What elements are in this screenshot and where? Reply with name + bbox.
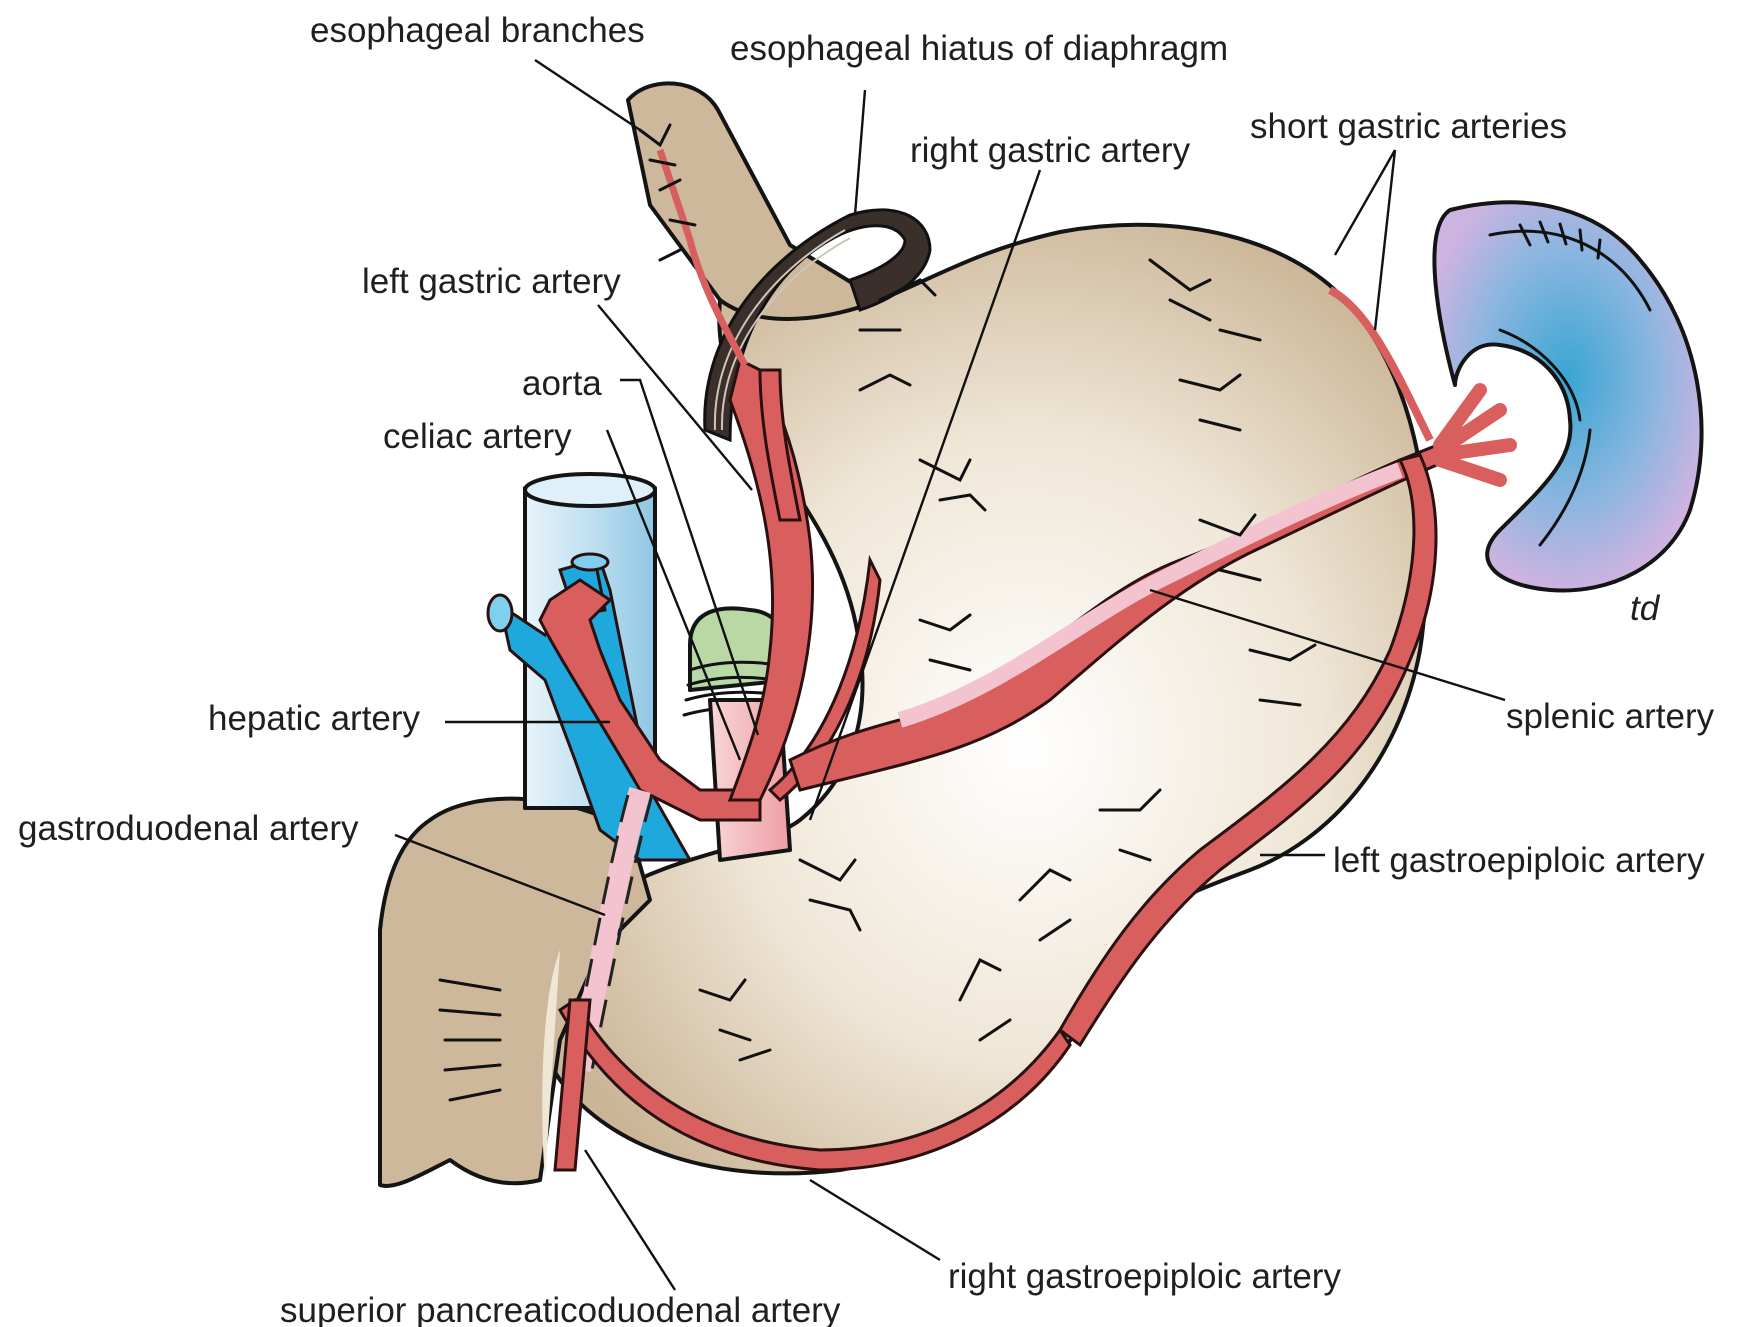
leader-esophageal-hiatus xyxy=(855,90,865,215)
signature: td xyxy=(1630,589,1661,628)
label-hepatic-artery: hepatic artery xyxy=(208,699,421,738)
label-right-gastroepiploic-artery: right gastroepiploic artery xyxy=(948,1257,1341,1296)
label-gastroduodenal-artery: gastroduodenal artery xyxy=(18,809,359,848)
label-left-gastroepiploic-artery: left gastroepiploic artery xyxy=(1333,841,1705,880)
label-short-gastric-arteries: short gastric arteries xyxy=(1250,107,1567,146)
leader-right-gastroepiploic xyxy=(810,1180,940,1260)
leader-superior-pancreaticoduodenal xyxy=(585,1150,675,1290)
label-right-gastric-artery: right gastric artery xyxy=(910,131,1191,170)
label-celiac-artery: celiac artery xyxy=(383,417,572,456)
spleen: td xyxy=(1434,202,1701,628)
label-aorta: aorta xyxy=(522,364,602,403)
label-esophageal-hiatus: esophageal hiatus of diaphragm xyxy=(730,29,1228,68)
label-superior-pancreaticoduodenal-artery: superior pancreaticoduodenal artery xyxy=(280,1291,841,1327)
label-splenic-artery: splenic artery xyxy=(1506,697,1715,736)
label-left-gastric-artery: left gastric artery xyxy=(362,262,621,301)
label-esophageal-branches: esophageal branches xyxy=(310,11,645,50)
leader-esophageal-branches xyxy=(535,60,640,130)
